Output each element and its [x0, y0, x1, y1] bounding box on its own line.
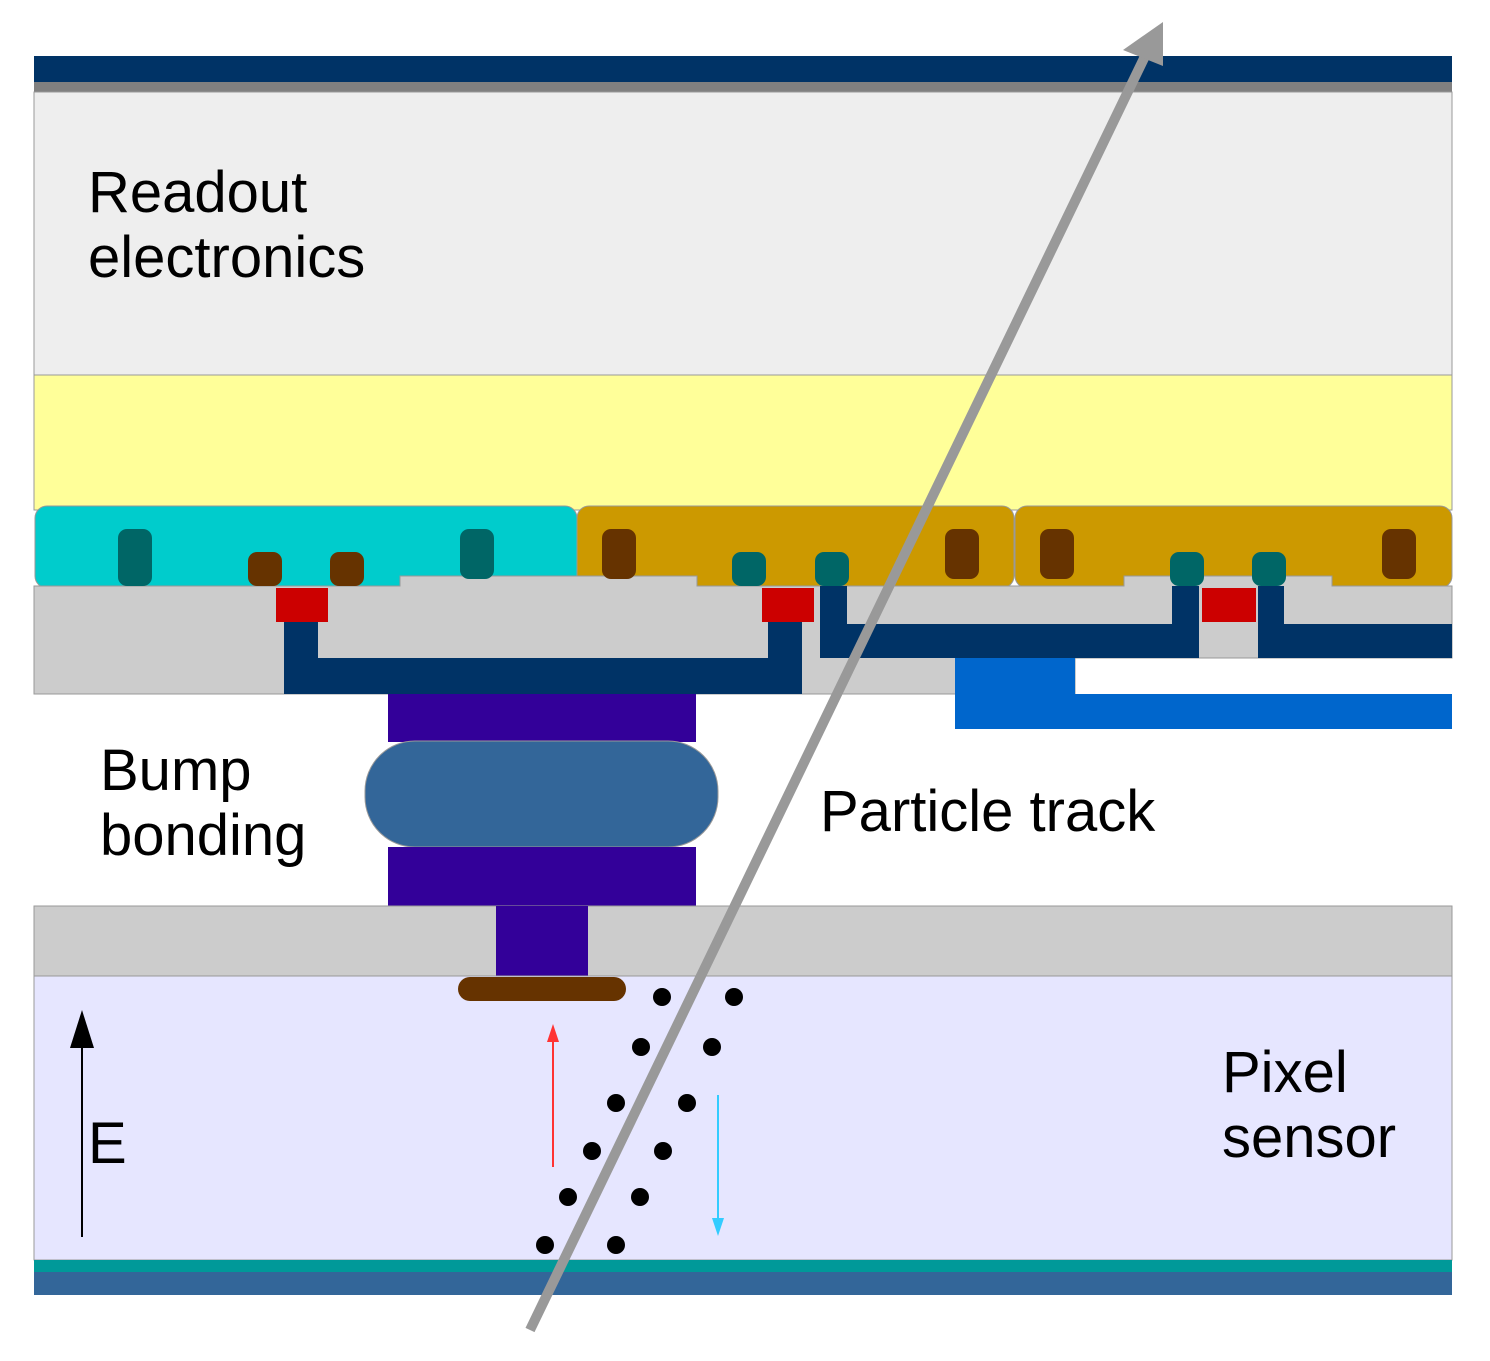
carrier — [678, 1094, 696, 1112]
sd-contact-1 — [248, 552, 282, 586]
sd-contact-5 — [1170, 552, 1204, 586]
bump-pad-bottom — [388, 847, 696, 907]
metal-line-blue — [955, 658, 1452, 729]
gate-2 — [762, 588, 814, 622]
particle-track-label: Particle track — [820, 779, 1156, 844]
bump-pad-top — [388, 694, 696, 742]
contact-tall-4 — [945, 529, 979, 579]
particle-track — [525, 47, 1153, 1333]
sd-contact-4 — [815, 552, 849, 586]
carrier — [653, 988, 671, 1006]
sensor-backside-metal — [34, 1272, 1452, 1295]
charge-carriers — [536, 988, 743, 1254]
pixel-sensor-label-line1: Pixel — [1222, 1040, 1348, 1105]
contact-tall-1 — [118, 529, 152, 586]
electron-drift-arrowhead — [712, 1218, 724, 1236]
contact-tall-2 — [460, 529, 494, 579]
sensor-backside-implant — [34, 1260, 1452, 1272]
metal-line-right — [1258, 586, 1452, 658]
contact-tall-5 — [1040, 529, 1074, 579]
readout-bulk — [33, 91, 1453, 376]
carrier — [631, 1188, 649, 1206]
bump-ball — [364, 740, 719, 848]
contact-tall-6 — [1382, 529, 1416, 579]
carrier — [632, 1038, 650, 1056]
gate-3 — [1202, 588, 1256, 622]
sd-contact-3 — [732, 552, 766, 586]
carrier — [536, 1236, 554, 1254]
particle-track-arrowhead — [1123, 22, 1163, 66]
carrier — [607, 1094, 625, 1112]
metal-line-middle — [820, 586, 1199, 658]
contact-tall-3 — [602, 529, 636, 579]
pixel-implant — [458, 977, 626, 1001]
sensor-bulk — [33, 975, 1453, 1261]
hole-drift-arrowhead — [547, 1024, 559, 1042]
carrier — [725, 988, 743, 1006]
sensor-passivation — [33, 905, 1453, 977]
readout-label-line1: Readout — [88, 160, 307, 225]
field-arrowhead — [70, 1010, 94, 1048]
bump-label-line2: bonding — [100, 803, 306, 868]
gate-1 — [276, 588, 328, 622]
readout-top-metal — [34, 56, 1452, 82]
metal-line-left — [284, 622, 802, 694]
carrier — [607, 1236, 625, 1254]
pixel-sensor-label-line2: sensor — [1222, 1105, 1396, 1170]
sd-contact-6 — [1252, 552, 1286, 586]
readout-label-line2: electronics — [88, 225, 365, 290]
bump-label-line1: Bump — [100, 738, 252, 803]
readout-epi-layer — [33, 374, 1453, 511]
readout-top-metal-underlayer — [34, 82, 1452, 92]
bump-via — [496, 906, 588, 978]
carrier — [654, 1142, 672, 1160]
carrier — [703, 1038, 721, 1056]
field-label: E — [88, 1111, 127, 1176]
carrier — [583, 1142, 601, 1160]
carrier — [559, 1188, 577, 1206]
sd-contact-2 — [330, 552, 364, 586]
